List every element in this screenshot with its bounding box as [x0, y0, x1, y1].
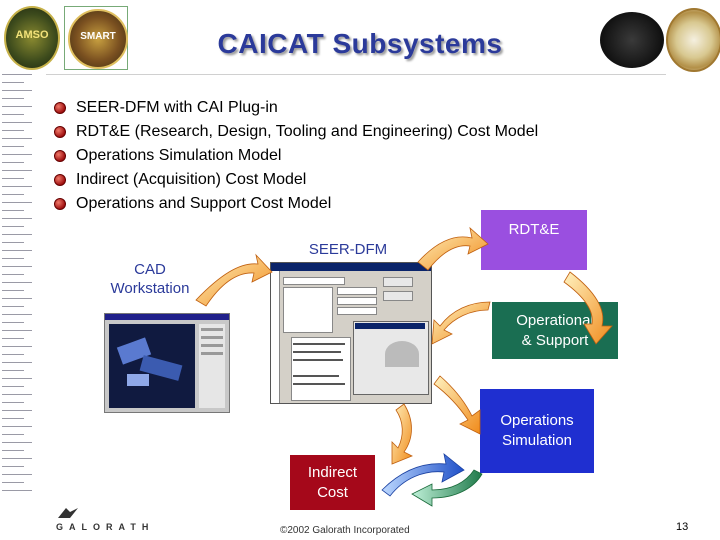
- bullet-text: Operations Simulation Model: [76, 147, 282, 164]
- dark-emblem-logo: [600, 12, 664, 68]
- bullet-text: SEER-DFM with CAI Plug-in: [76, 99, 278, 116]
- rdte-label: RDT&E: [508, 221, 560, 238]
- bullet-text: Indirect (Acquisition) Cost Model: [76, 171, 307, 188]
- bullet-dot-icon: [54, 102, 66, 114]
- bullet-item: Indirect (Acquisition) Cost Model: [54, 169, 538, 193]
- arrow-cad-to-seer: [195, 253, 273, 307]
- arrow-seer-to-sim: [433, 375, 481, 435]
- arrow-os-to-seer: [431, 301, 491, 345]
- galorath-wing-icon: [58, 508, 78, 518]
- seer-dfm-screenshot: [270, 262, 432, 404]
- operations-simulation-box: Operations Simulation: [480, 389, 594, 473]
- bullet-dot-icon: [54, 198, 66, 210]
- army-seal-logo: [666, 8, 720, 72]
- galorath-wordmark: GALORATH: [56, 522, 155, 532]
- smart-logo-text: SMART: [80, 31, 116, 42]
- bullet-dot-icon: [54, 126, 66, 138]
- copyright-text: ©2002 Galorath Incorporated: [280, 525, 410, 536]
- bullet-item: RDT&E (Research, Design, Tooling and Eng…: [54, 121, 538, 145]
- operational-support-label: Operational & Support: [516, 311, 594, 349]
- arrow-sim-to-indirect: [411, 469, 483, 507]
- rdte-box: RDT&E: [481, 210, 587, 270]
- arrow-indirect-to-sim: [381, 453, 465, 497]
- arrow-seer-to-indirect: [391, 403, 413, 465]
- arrow-seer-to-rdte: [417, 226, 489, 271]
- smart-logo-frame: SMART: [64, 6, 128, 70]
- amso-logo-text: AMSO: [15, 29, 49, 41]
- bullet-item: SEER-DFM with CAI Plug-in: [54, 97, 538, 121]
- bullet-item: Operations Simulation Model: [54, 145, 538, 169]
- bullet-item: Operations and Support Cost Model: [54, 193, 538, 217]
- bullet-text: Operations and Support Cost Model: [76, 195, 332, 212]
- bullet-dot-icon: [54, 150, 66, 162]
- cad-workstation-label: CAD Workstation: [110, 261, 190, 297]
- operations-simulation-label: Operations Simulation: [500, 412, 574, 449]
- page-title: CAICAT Subsystems: [217, 28, 503, 59]
- cad-workstation-screenshot: [104, 313, 230, 413]
- indirect-cost-box: Indirect Cost: [290, 455, 375, 510]
- arrow-rdte-to-os: [563, 271, 613, 345]
- bullet-text: RDT&E (Research, Design, Tooling and Eng…: [76, 123, 539, 140]
- header-divider: [46, 74, 666, 75]
- bullet-dot-icon: [54, 174, 66, 186]
- page-number: 13: [676, 521, 689, 533]
- amso-logo: AMSO: [4, 6, 60, 70]
- smart-logo: SMART: [68, 9, 128, 69]
- left-ruler-decoration: [0, 74, 34, 500]
- galorath-footer-logo: [56, 506, 146, 522]
- indirect-cost-label: Indirect Cost: [307, 463, 358, 501]
- seer-dfm-label: SEER-DFM: [308, 241, 388, 258]
